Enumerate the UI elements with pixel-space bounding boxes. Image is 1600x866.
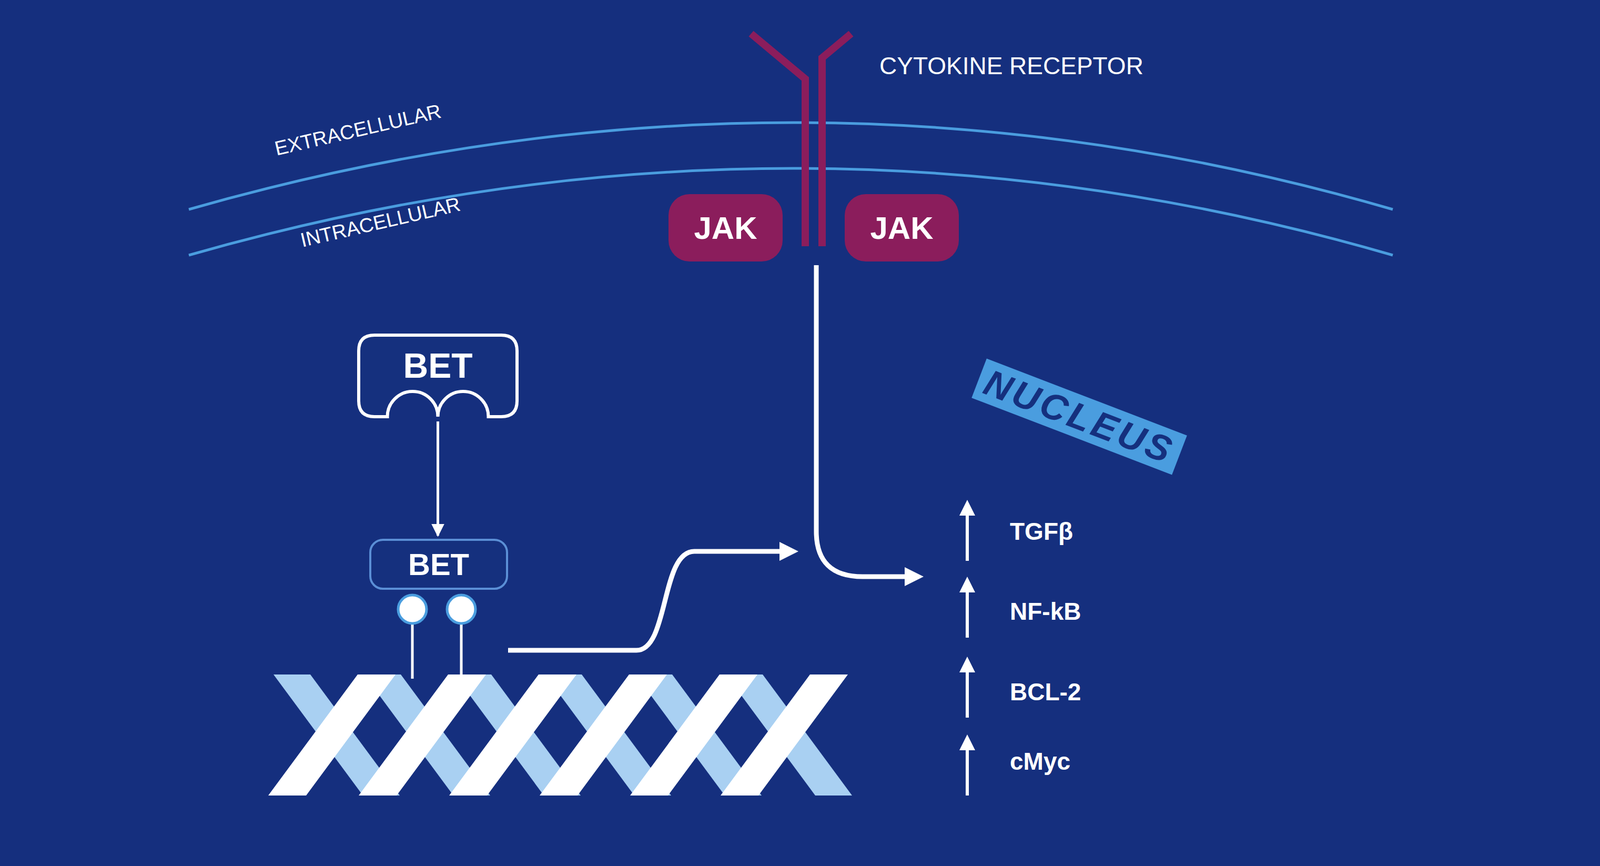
jak-label: JAK (869, 209, 934, 247)
gene-label: TGFβ (1009, 517, 1073, 546)
bet-label: BET (403, 345, 473, 386)
nucleus-label: NUCLEUS (971, 358, 1188, 475)
gene-label: NF-kB (1009, 596, 1081, 626)
bet-signal-arrow (508, 551, 789, 651)
jak-label: JAK (693, 209, 757, 247)
membrane-inner (188, 168, 1393, 256)
bet-reader-box: BET (357, 333, 519, 419)
bet-box: BET (369, 538, 509, 590)
dna-helix (268, 674, 853, 796)
bet-label: BET (408, 546, 470, 582)
jak-box: JAK (668, 194, 783, 262)
region-label: EXTRACELLULAR (272, 99, 444, 161)
gene-label: BCL-2 (1009, 677, 1081, 706)
jak-signal-arrow (816, 265, 915, 577)
dna-strand-front (720, 674, 848, 796)
bet-binding-sticks (412, 620, 462, 679)
receptor-label: CYTOKINE RECEPTOR (879, 51, 1144, 80)
connector-arrow (436, 421, 440, 536)
jak-box: JAK (844, 194, 959, 262)
gene-label: cMyc (1009, 746, 1071, 776)
acetyl-marks (398, 594, 476, 624)
nucleus-region: NUCLEUS BET (0, 347, 1600, 866)
up-arrows (965, 507, 969, 796)
nucleus-outline (0, 347, 1600, 866)
